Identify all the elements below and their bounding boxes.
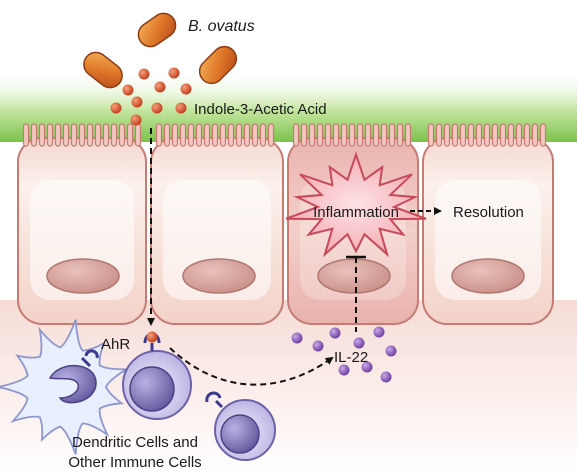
microvillus: [523, 123, 531, 147]
immune-cells-caption-line2: Other Immune Cells: [68, 454, 201, 471]
microvillus: [62, 123, 70, 147]
microvillus: [475, 123, 483, 147]
microvillus: [332, 123, 340, 147]
microvillus: [483, 123, 491, 147]
microvillus: [259, 123, 267, 147]
microvillus: [531, 123, 539, 147]
microvillus: [404, 123, 412, 147]
bacterium-icon: [198, 45, 238, 85]
microvillus: [243, 123, 251, 147]
microvillus: [235, 123, 243, 147]
microvillus: [539, 123, 547, 147]
microvillus: [22, 123, 30, 147]
microvillus: [316, 123, 324, 147]
nucleus: [46, 258, 120, 294]
microvillus: [364, 123, 372, 147]
bound-metabolite: [146, 331, 158, 343]
nucleus: [451, 258, 525, 294]
microvillus: [155, 123, 163, 147]
microvillus: [110, 123, 118, 147]
receptor-icon: [214, 399, 224, 409]
microvillus: [118, 123, 126, 147]
microvillus: [372, 123, 380, 147]
microvillus: [134, 123, 142, 147]
epithelial-layer: [17, 137, 554, 325]
microvillus: [195, 123, 203, 147]
microvillus: [388, 123, 396, 147]
microvillus: [126, 123, 134, 147]
ahr-to-il22-arrow: [169, 347, 334, 386]
immune-cell-nucleus: [220, 414, 260, 454]
microvillus: [308, 123, 316, 147]
microvillus: [163, 123, 171, 147]
il22-dots: [291, 326, 397, 383]
microvilli: [22, 123, 547, 147]
microvillus: [70, 123, 78, 147]
bacterium-label: B. ovatus: [188, 18, 255, 35]
microvillus: [348, 123, 356, 147]
microvillus: [499, 123, 507, 147]
microvillus: [427, 123, 435, 147]
dendritic-cell-nucleus: [48, 364, 97, 404]
metabolite-label: Indole-3-Acetic Acid: [194, 101, 327, 118]
microvillus: [187, 123, 195, 147]
microvillus: [179, 123, 187, 147]
receptor-icon: [80, 356, 92, 368]
microvillus: [94, 123, 102, 147]
microvillus: [467, 123, 475, 147]
microvillus: [227, 123, 235, 147]
microvillus: [491, 123, 499, 147]
microvillus: [396, 123, 404, 147]
microvillus: [515, 123, 523, 147]
microvillus: [324, 123, 332, 147]
il22-label: IL-22: [334, 349, 368, 366]
microvillus: [30, 123, 38, 147]
receptor-icon: [84, 349, 99, 359]
inflammation-label: Inflammation: [313, 204, 399, 221]
microvillus: [300, 123, 308, 147]
microvillus: [38, 123, 46, 147]
microvillus: [443, 123, 451, 147]
microvillus: [251, 123, 259, 147]
microvillus: [380, 123, 388, 147]
bacterium-icon: [83, 51, 123, 89]
microvillus: [459, 123, 467, 147]
microvillus: [267, 123, 275, 147]
microvillus: [171, 123, 179, 147]
resolution-label: Resolution: [453, 204, 524, 221]
nucleus: [317, 258, 391, 294]
microvillus: [356, 123, 364, 147]
microvillus: [435, 123, 443, 147]
microvillus: [219, 123, 227, 147]
receptor-icon: [205, 391, 222, 403]
immune-cells-caption-line1: Dendritic Cells and: [72, 434, 198, 451]
microvillus: [46, 123, 54, 147]
immune-cell-nucleus: [129, 366, 175, 412]
microvillus: [78, 123, 86, 147]
metabolite-dots: [110, 67, 192, 126]
microvillus: [292, 123, 300, 147]
microvillus: [203, 123, 211, 147]
bacteria-group: [83, 12, 238, 89]
inflammation-burst: [285, 151, 427, 258]
microvillus: [211, 123, 219, 147]
microvillus: [54, 123, 62, 147]
nucleus: [182, 258, 256, 294]
microvillus: [102, 123, 110, 147]
bacterium-icon: [137, 12, 177, 48]
microvillus: [451, 123, 459, 147]
microvillus: [340, 123, 348, 147]
microvillus: [507, 123, 515, 147]
ahr-label: AhR: [101, 336, 130, 353]
microvillus: [86, 123, 94, 147]
